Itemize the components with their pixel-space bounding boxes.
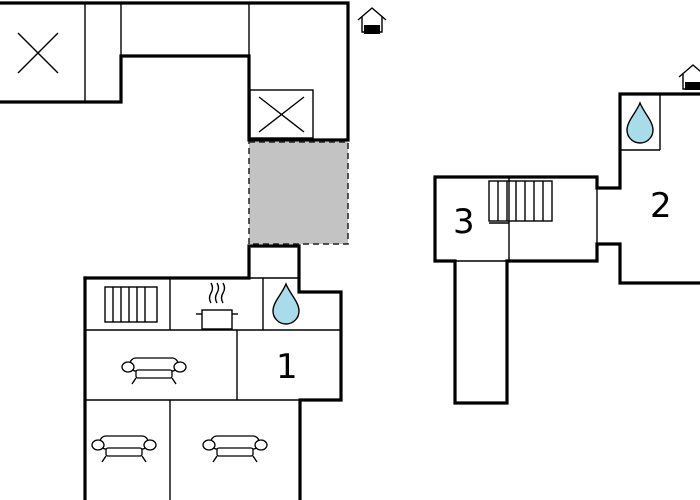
lower-left-block: 1 — [83, 244, 343, 500]
house-entrance-icon — [678, 64, 700, 90]
right-block-outline — [433, 92, 700, 405]
stove-cross-icon — [249, 89, 314, 139]
room-number-2: 2 — [650, 186, 672, 226]
water-drop-icon — [626, 101, 654, 144]
upper-left-block — [0, 1, 350, 142]
room-number-1: 1 — [276, 347, 298, 387]
room-number-3: 3 — [453, 202, 475, 242]
right-block: 2 3 — [433, 92, 700, 405]
upper-block-outline — [0, 1, 350, 142]
water-drop-icon — [272, 282, 300, 325]
steaming-pot-icon — [196, 282, 238, 330]
terrace-area — [248, 141, 349, 245]
sofa-icon — [91, 435, 157, 463]
sofa-icon — [121, 357, 187, 385]
sofa-icon — [202, 435, 268, 463]
radiator-icon — [488, 180, 553, 222]
radiator-icon — [104, 286, 158, 323]
house-entrance-icon — [357, 7, 387, 34]
stove-cross-icon — [17, 32, 59, 74]
